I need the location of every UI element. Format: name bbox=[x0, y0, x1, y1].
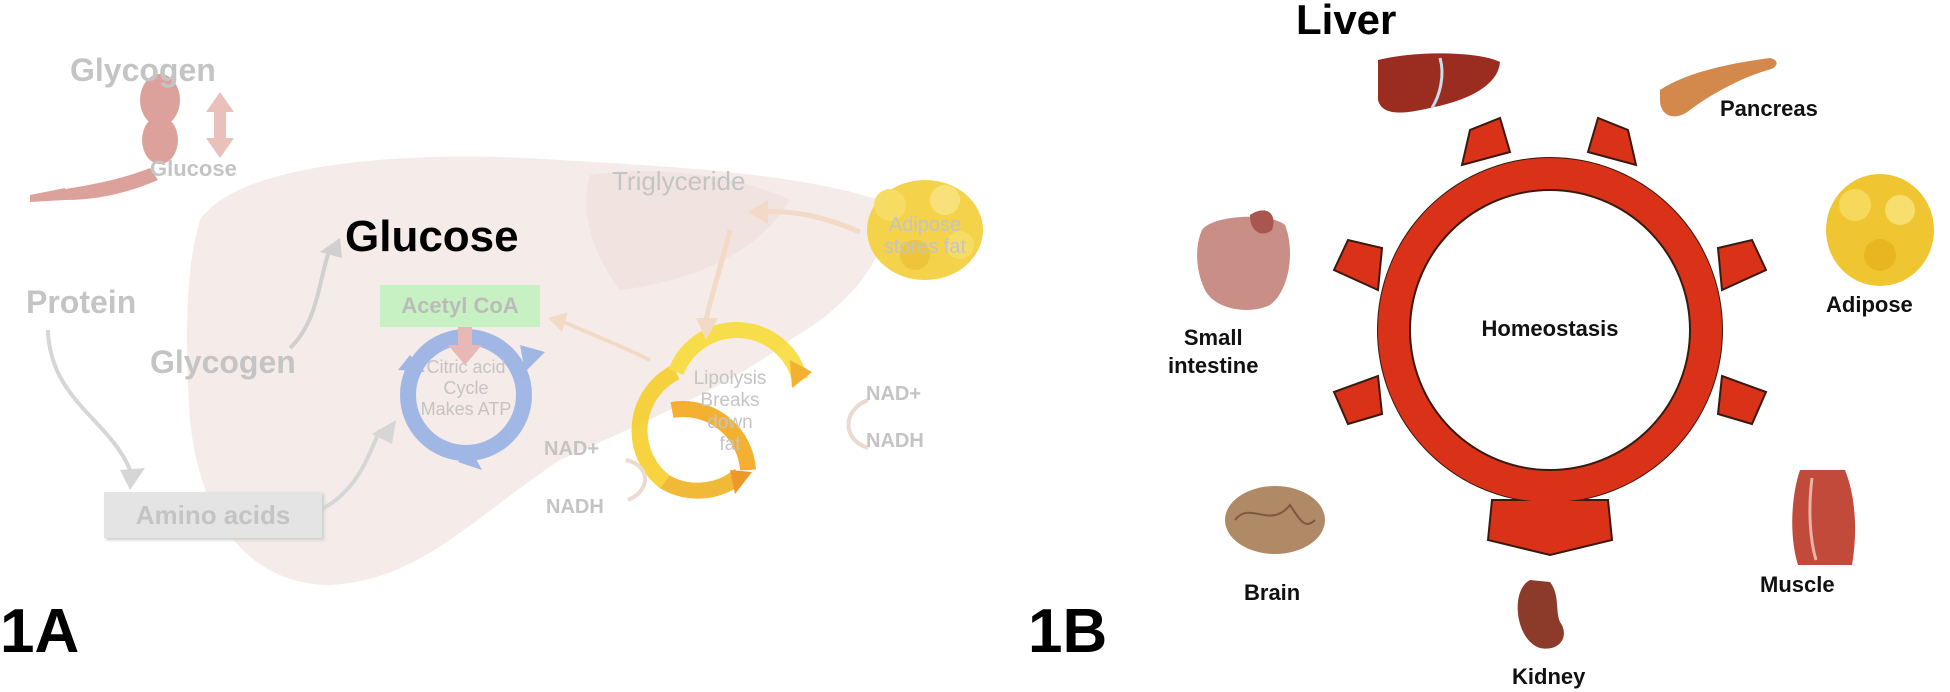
muscle-organ-image bbox=[1792, 470, 1856, 565]
adipose-to-triglyceride-arrow bbox=[759, 209, 861, 235]
homeostasis-center-label: Homeostasis bbox=[1481, 316, 1619, 341]
muscle-arm-figure bbox=[30, 74, 180, 202]
small-intestine-organ-image bbox=[1197, 210, 1290, 310]
pancreas-organ-image bbox=[1660, 58, 1777, 117]
adipose-label: Adipose bbox=[1826, 292, 1913, 317]
liver-lobe bbox=[586, 171, 790, 290]
lipolysis-line-1: Lipolysis bbox=[693, 368, 767, 389]
lipolysis-line-2: Breaks bbox=[700, 390, 760, 411]
glucose-main-label: Glucose bbox=[345, 212, 519, 261]
lipolysis-cycle-ring bbox=[631, 322, 812, 499]
adipose-stores-line-1: Adipose bbox=[888, 214, 962, 236]
adipose-blob-panel-a bbox=[867, 180, 983, 280]
kidney-organ-image bbox=[1517, 580, 1564, 649]
panel-b-label: 1B bbox=[1028, 597, 1108, 666]
glucose-muscle-label: Glucose bbox=[150, 156, 237, 181]
liver-organ-image bbox=[1378, 53, 1500, 113]
adipose-stores-label: Adipose stores fat bbox=[880, 214, 970, 258]
lipolysis-to-acetyl-arrow bbox=[559, 318, 651, 362]
acetyl-down-arrow bbox=[448, 318, 482, 365]
citric-cycle-label: Citric acid Cycle Makes ATP bbox=[418, 357, 514, 420]
liver-title: Liver bbox=[1296, 0, 1397, 43]
glycogen-to-glucose-arrow bbox=[288, 249, 332, 350]
nad-plus-left: NAD+ bbox=[544, 438, 600, 460]
citric-line-2: Cycle bbox=[443, 378, 489, 398]
glycogen-muscle-label: Glycogen bbox=[70, 52, 216, 88]
protein-label: Protein bbox=[26, 284, 137, 320]
lipolysis-line-4: fat bbox=[719, 434, 741, 455]
small-intestine-line-2: intestine bbox=[1168, 353, 1259, 378]
nadh-left: NADH bbox=[546, 496, 604, 518]
triglyceride-label: Triglyceride bbox=[612, 166, 746, 196]
lipolysis-line-3: down bbox=[707, 412, 753, 433]
amino-to-citric-arrow bbox=[319, 429, 382, 512]
brain-organ-image bbox=[1225, 486, 1325, 554]
citric-line-3: Makes ATP bbox=[420, 399, 512, 419]
small-intestine-label: Small intestine bbox=[1168, 324, 1258, 380]
nad-curve-right bbox=[846, 398, 869, 450]
nad-curve-left bbox=[625, 458, 647, 502]
panel-a-label: 1A bbox=[0, 597, 80, 666]
kidney-label: Kidney bbox=[1512, 664, 1586, 689]
citric-line-1: Citric acid bbox=[426, 357, 506, 377]
amino-acids-box: Amino acids bbox=[104, 492, 322, 538]
glycogen-glucose-double-arrow bbox=[206, 92, 234, 158]
nadh-right: NADH bbox=[866, 430, 924, 452]
protein-to-amino-arrow bbox=[46, 329, 132, 471]
lipolysis-label: Lipolysis Breaks down fat bbox=[680, 368, 780, 456]
small-intestine-line-1: Small bbox=[1183, 325, 1243, 350]
adipose-stores-line-2: stores fat bbox=[883, 236, 967, 258]
glycogen-liver-label: Glycogen bbox=[150, 344, 296, 380]
brain-label: Brain bbox=[1244, 580, 1301, 605]
acetyl-coa-box: Acetyl CoA bbox=[380, 285, 540, 327]
homeostasis-gear-ring bbox=[1332, 116, 1768, 557]
muscle-label: Muscle bbox=[1760, 572, 1835, 597]
nad-plus-right: NAD+ bbox=[866, 383, 922, 405]
adipose-organ-image bbox=[1826, 174, 1934, 286]
pancreas-label: Pancreas bbox=[1720, 96, 1818, 121]
triglyceride-to-lipolysis-arrow bbox=[703, 229, 733, 321]
